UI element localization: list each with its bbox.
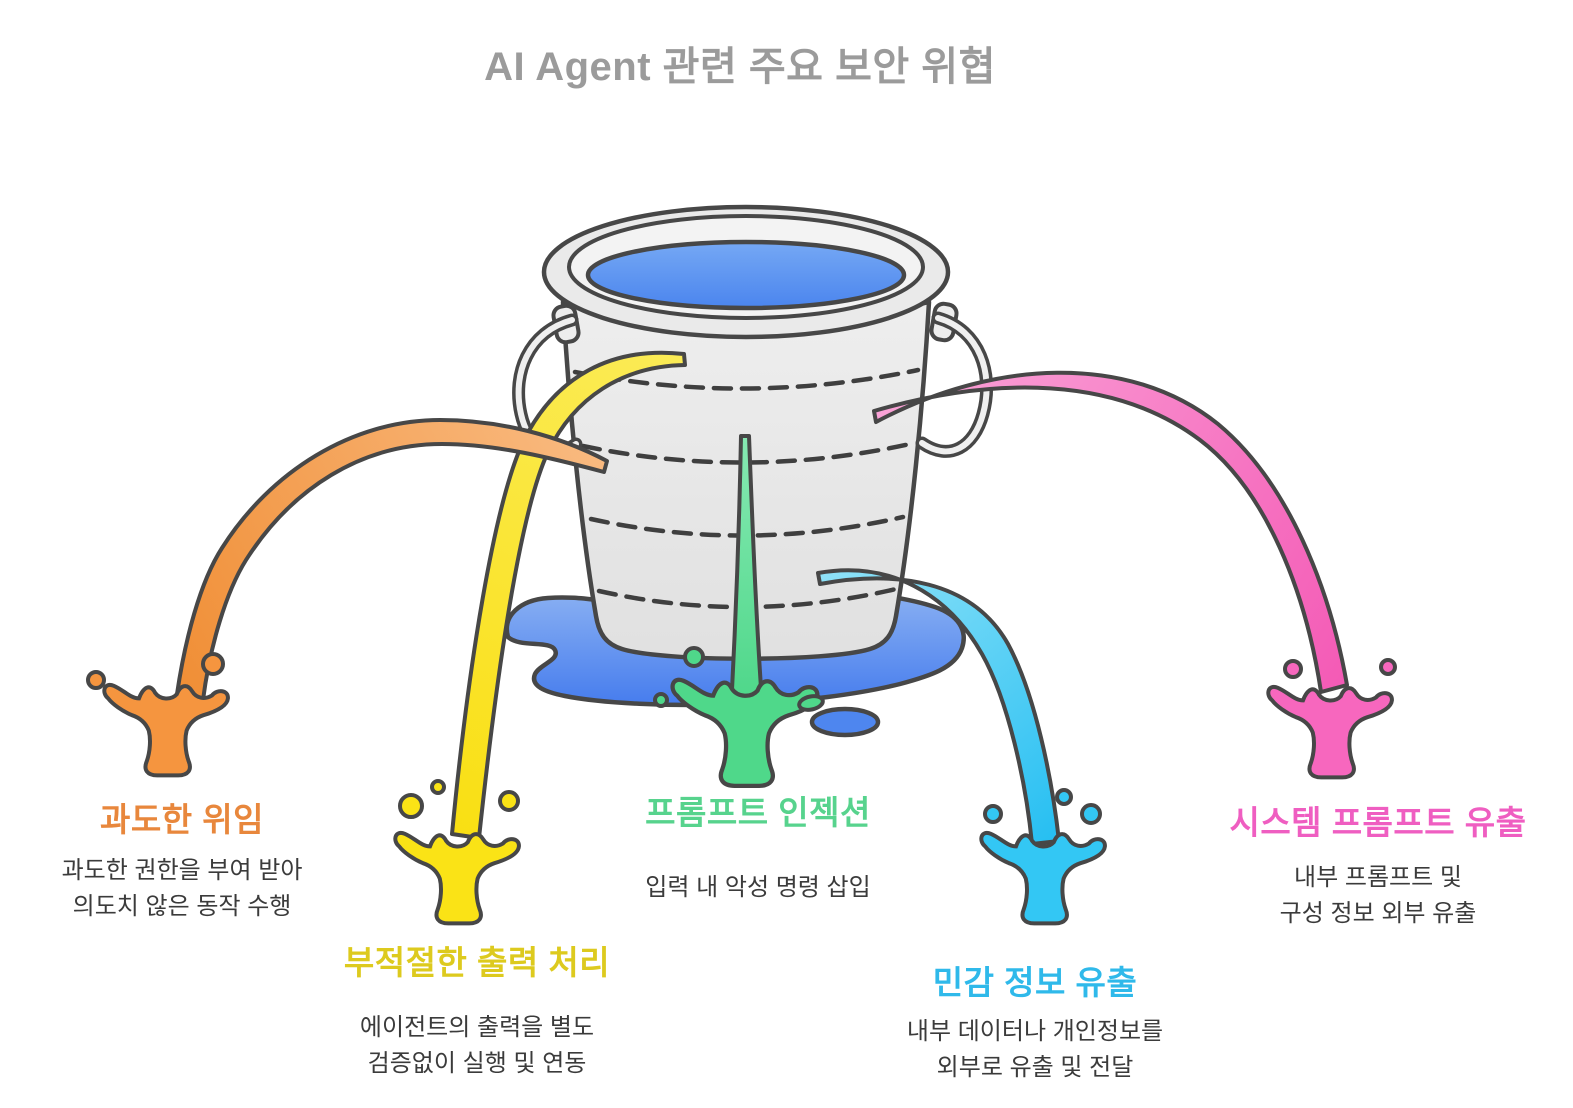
droplet-green [683, 646, 705, 668]
streams [175, 350, 1349, 846]
threat-description: 입력 내 악성 명령 삽입 [645, 874, 871, 901]
threat-description: 내부 데이터나 개인정보를 외부로 유출 및 전달 [906, 1018, 1164, 1081]
threat-label: 프롬프트 인젝션 [645, 794, 871, 831]
threat-label: 시스템 프롬프트 유출 [1229, 804, 1527, 841]
threat-description: 과도한 권한을 부여 받아 의도치 않은 동작 수행 [61, 857, 303, 920]
green-side-blob [797, 694, 825, 712]
threat-description: 에이전트의 출력을 별도 검증없이 실행 및 연동 [359, 1014, 595, 1077]
droplet-pink [1283, 659, 1303, 679]
droplet-cyan [1055, 788, 1073, 806]
threat-label: 민감 정보 유출 [932, 964, 1138, 1001]
splash-cyan [979, 830, 1107, 926]
droplet-yellow [398, 793, 424, 819]
droplet-green [653, 692, 669, 708]
droplet-orange [86, 670, 106, 690]
splash-orange [102, 682, 230, 778]
splash-pink [1266, 684, 1394, 780]
threat-sensitive-info-leak: 민감 정보 유출 내부 데이터나 개인정보를 외부로 유출 및 전달 [875, 956, 1195, 1086]
threat-excessive-delegation: 과도한 위임 과도한 권한을 부여 받아 의도치 않은 동작 수행 [22, 793, 342, 925]
droplet-yellow [498, 790, 520, 812]
bucket [512, 204, 994, 661]
droplet-yellow [430, 779, 446, 795]
threat-improper-output-handling: 부적절한 출력 처리 에이전트의 출력을 별도 검증없이 실행 및 연동 [317, 936, 637, 1082]
threat-system-prompt-leak: 시스템 프롬프트 유출 내부 프롬프트 및 구성 정보 외부 유출 [1210, 796, 1546, 932]
threat-label: 부적절한 출력 처리 [343, 944, 611, 981]
stream-yellow [450, 350, 687, 840]
stream-pink [872, 370, 1349, 694]
threat-prompt-injection: 프롬프트 인젝션 입력 내 악성 명령 삽입 [598, 786, 918, 906]
page-title: AI Agent 관련 주요 보안 위협 [484, 45, 996, 89]
droplets [86, 646, 1397, 825]
droplet-cyan [1080, 803, 1102, 825]
droplet-orange [201, 652, 225, 676]
bucket-water-surface [585, 239, 907, 311]
droplet-pink [1379, 658, 1397, 676]
mini-blue-puddle [809, 706, 881, 738]
threat-description: 내부 프롬프트 및 구성 정보 외부 유출 [1279, 864, 1477, 927]
threat-label: 과도한 위임 [100, 801, 264, 838]
droplet-cyan [983, 804, 1003, 824]
bucket-handle-right [915, 311, 994, 458]
splash-green [673, 680, 818, 786]
splash-yellow [393, 830, 521, 926]
